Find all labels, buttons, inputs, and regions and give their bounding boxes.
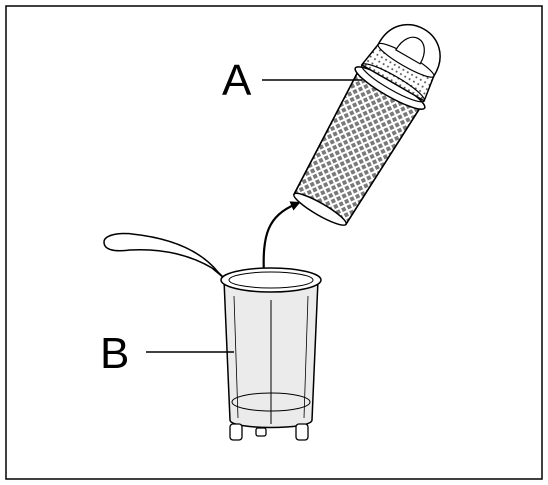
label-b: B — [100, 329, 129, 378]
container-foot-left — [229, 423, 243, 441]
container-foot-middle — [255, 427, 267, 437]
insert-arrow — [258, 201, 301, 281]
callout-a: A — [222, 56, 362, 105]
filter-insert — [293, 23, 441, 226]
filter-bottom-rim — [293, 192, 347, 226]
container — [103, 232, 322, 441]
callout-b: B — [100, 329, 234, 378]
container-handle — [103, 232, 225, 279]
container-foot-right — [295, 423, 309, 441]
label-a: A — [222, 56, 252, 105]
